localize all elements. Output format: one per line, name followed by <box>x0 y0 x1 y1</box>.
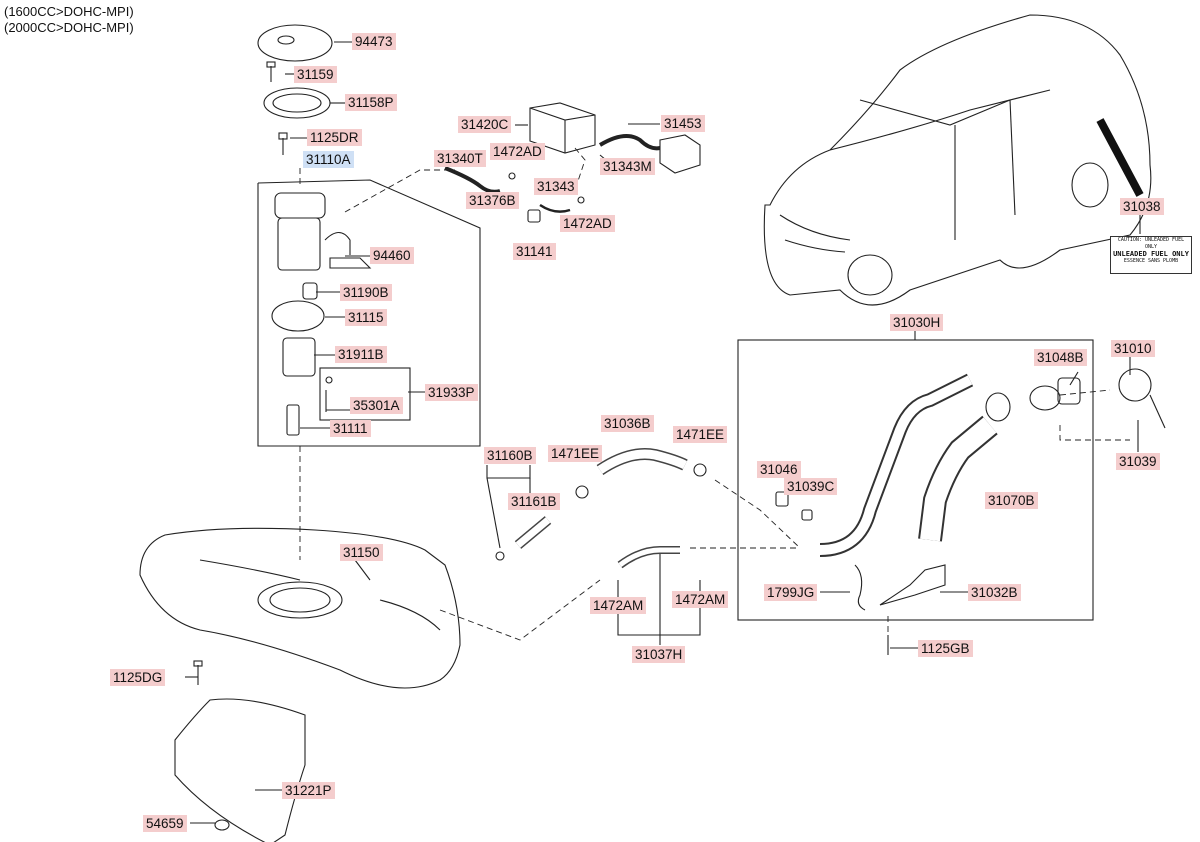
pump-assembly-box <box>257 179 481 447</box>
part-label-31376B[interactable]: 31376B <box>466 192 519 209</box>
part-label-31070B[interactable]: 31070B <box>985 492 1038 509</box>
part-label-31190B[interactable]: 31190B <box>340 284 392 301</box>
part-label-31036B[interactable]: 31036B <box>601 415 654 432</box>
part-label-94460[interactable]: 94460 <box>370 247 414 264</box>
part-label-31159[interactable]: 31159 <box>294 66 337 83</box>
part-label-31420C[interactable]: 31420C <box>458 116 512 133</box>
part-label-31038[interactable]: 31038 <box>1120 198 1164 215</box>
part-label-1799JG[interactable]: 1799JG <box>764 584 818 601</box>
part-label-31160B[interactable]: 31160B <box>484 447 536 464</box>
part-label-31039[interactable]: 31039 <box>1116 453 1160 470</box>
part-label-1472AM-right[interactable]: 1472AM <box>672 591 729 608</box>
part-label-31039C[interactable]: 31039C <box>784 478 838 495</box>
part-label-31453[interactable]: 31453 <box>661 115 705 132</box>
part-label-1125DG[interactable]: 1125DG <box>110 669 166 686</box>
part-label-1472AD-top[interactable]: 1472AD <box>490 143 545 160</box>
part-label-31340T[interactable]: 31340T <box>434 150 486 167</box>
part-label-31343M[interactable]: 31343M <box>600 158 655 175</box>
part-label-31933P[interactable]: 31933P <box>425 384 478 401</box>
part-label-1471EE-right[interactable]: 1471EE <box>673 426 728 443</box>
part-label-31032B[interactable]: 31032B <box>968 584 1021 601</box>
part-label-31343[interactable]: 31343 <box>534 178 578 195</box>
part-label-31911B[interactable]: 31911B <box>335 346 387 363</box>
part-label-31115[interactable]: 31115 <box>345 309 387 326</box>
part-label-31010[interactable]: 31010 <box>1111 340 1155 357</box>
part-label-31158P[interactable]: 31158P <box>345 94 397 111</box>
part-label-35301A[interactable]: 35301A <box>350 397 403 414</box>
part-label-31110A[interactable]: 31110A <box>303 151 354 168</box>
part-label-31046[interactable]: 31046 <box>757 461 801 478</box>
part-label-94473[interactable]: 94473 <box>352 33 396 50</box>
part-label-1472AM-left[interactable]: 1472AM <box>590 597 647 614</box>
part-label-31161B[interactable]: 31161B <box>508 493 560 510</box>
part-label-1125GB[interactable]: 1125GB <box>918 640 973 657</box>
part-label-31150[interactable]: 31150 <box>340 544 383 561</box>
part-label-1125DR[interactable]: 1125DR <box>307 129 362 146</box>
part-label-54659[interactable]: 54659 <box>143 815 187 832</box>
part-label-31037H[interactable]: 31037H <box>632 646 686 663</box>
part-label-31221P[interactable]: 31221P <box>282 782 335 799</box>
part-label-1472AD-bottom[interactable]: 1472AD <box>560 215 615 232</box>
part-label-31030H[interactable]: 31030H <box>890 314 944 331</box>
part-label-1471EE-left[interactable]: 1471EE <box>548 445 603 462</box>
fuel-label-sticker: CAUTION: UNLEADED FUEL ONLY UNLEADED FUE… <box>1110 236 1192 274</box>
part-label-31048B[interactable]: 31048B <box>1034 349 1087 366</box>
header-line-2: (2000CC>DOHC-MPI) <box>4 20 134 35</box>
part-label-31111[interactable]: 31111 <box>330 420 371 437</box>
header-line-1: (1600CC>DOHC-MPI) <box>4 4 134 19</box>
part-label-31141[interactable]: 31141 <box>513 243 556 260</box>
